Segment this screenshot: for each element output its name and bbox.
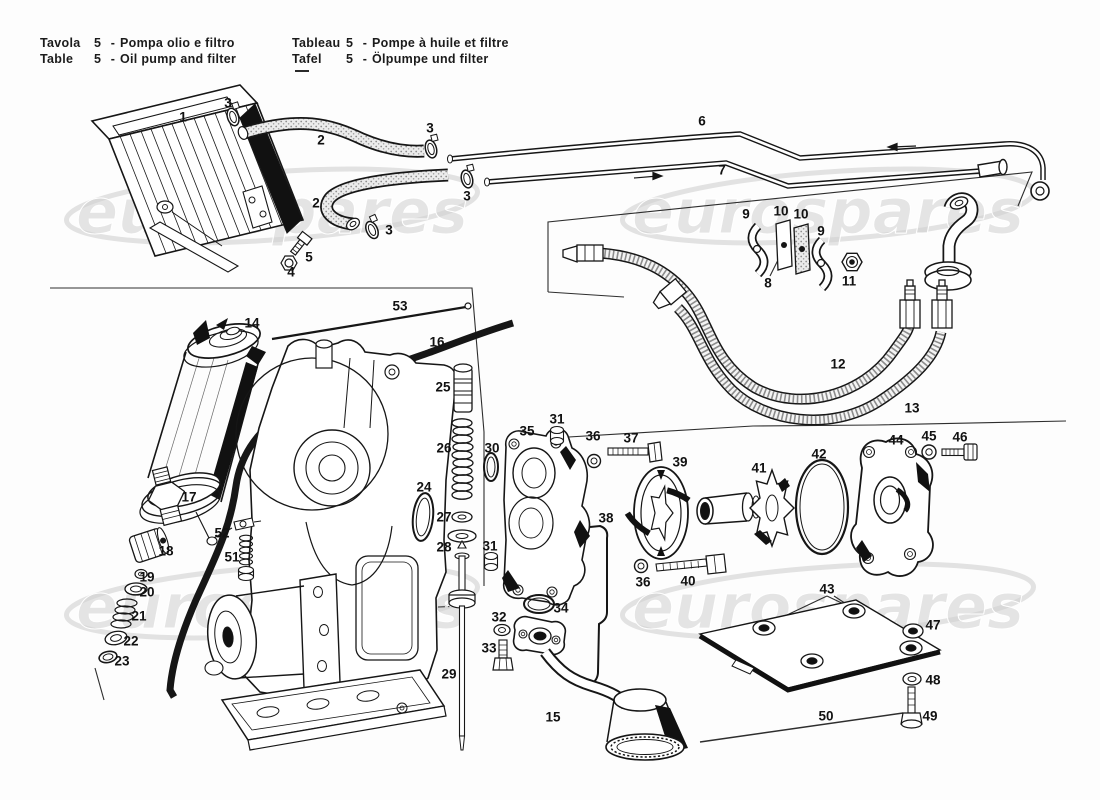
hose-fitting	[931, 279, 953, 329]
hose-fitting	[899, 279, 921, 329]
hose-fitting	[562, 244, 604, 263]
bolt-37	[607, 441, 663, 463]
oring-34	[523, 594, 555, 614]
spring-21	[110, 598, 138, 629]
clamp	[424, 133, 439, 159]
oil-cooler-hoses	[237, 116, 449, 231]
seat-22	[104, 630, 128, 646]
doc-type-label: Tafel	[292, 52, 322, 66]
grommet	[899, 640, 923, 656]
washer-27	[451, 511, 473, 523]
bushing-31	[549, 425, 565, 446]
seat-20	[124, 582, 148, 596]
cooler-fasteners	[280, 230, 313, 271]
gasket-38	[589, 524, 609, 686]
baffle-group	[698, 599, 942, 729]
bolt-33	[492, 639, 514, 671]
pump-cover-44	[850, 437, 934, 577]
bolt-46	[941, 443, 978, 461]
union-17	[147, 466, 186, 527]
oring-42	[794, 458, 850, 556]
drive-shaft-gear-41	[696, 467, 795, 549]
oring-24	[411, 492, 435, 542]
spring-51	[237, 534, 255, 582]
bushing-31	[483, 551, 499, 572]
pipe-clamp-set	[747, 219, 863, 292]
washer-47	[902, 623, 924, 639]
bolt	[289, 230, 313, 256]
oil-pump-housing	[204, 573, 341, 689]
rod-and-tube	[166, 302, 515, 699]
hose-fitting	[652, 277, 688, 310]
clamp	[226, 101, 241, 127]
flow-arrow	[633, 142, 917, 181]
clamp	[460, 163, 475, 189]
washer-45	[921, 444, 937, 460]
clamp-bracket	[811, 236, 833, 292]
table-title: Oil pump and filter	[120, 52, 237, 66]
oil-filter	[139, 318, 266, 546]
grommet	[800, 653, 824, 669]
pickup-15	[512, 615, 688, 761]
table-title: Pompe à huile et filtre	[372, 36, 509, 50]
rod	[271, 305, 467, 341]
pickup-group	[492, 594, 688, 761]
ring-23	[98, 650, 118, 664]
doc-type-label: Tableau	[292, 36, 341, 50]
oil-pump-body-group	[483, 425, 727, 686]
doc-type-label: Tavola	[40, 36, 81, 50]
crankcase	[204, 338, 457, 751]
seal-30	[483, 452, 499, 482]
oil-jet-52	[233, 517, 262, 531]
bolt-49	[900, 686, 923, 729]
bolt-40	[655, 553, 727, 575]
hose-clamps	[226, 101, 475, 240]
doc-type-label: Table	[40, 52, 74, 66]
oil-tube	[166, 319, 515, 699]
washer-19	[134, 568, 148, 580]
spring-26	[451, 418, 474, 500]
grommet	[752, 620, 776, 636]
pump-rotor-row	[616, 437, 978, 577]
relief-valve-stack	[411, 363, 499, 751]
shaft-29	[448, 539, 476, 751]
sump-flange	[220, 669, 447, 751]
elbow-union	[924, 192, 979, 291]
washer-36	[586, 453, 602, 469]
oil-pipes	[447, 131, 1050, 201]
clamp	[365, 213, 379, 240]
washer-36	[633, 558, 649, 574]
nut	[280, 255, 298, 271]
watermark: eurospares	[619, 166, 1037, 249]
pump-body-35	[502, 427, 591, 606]
plunger-25	[453, 363, 473, 413]
rotor-39	[616, 466, 706, 560]
washer-32	[493, 623, 511, 637]
header-underline	[295, 70, 309, 72]
clamp-bracket	[747, 222, 769, 278]
braided-hoses	[562, 244, 953, 426]
nut	[841, 252, 863, 272]
grommet	[842, 603, 866, 619]
washer-48	[902, 672, 922, 686]
table-title: Ölpumpe und filter	[372, 52, 489, 66]
watermark-text: eurospares	[632, 175, 1024, 248]
table-title: Pompa olio e filtro	[120, 36, 235, 50]
plug-18	[128, 527, 170, 563]
plug-stack	[98, 466, 186, 664]
